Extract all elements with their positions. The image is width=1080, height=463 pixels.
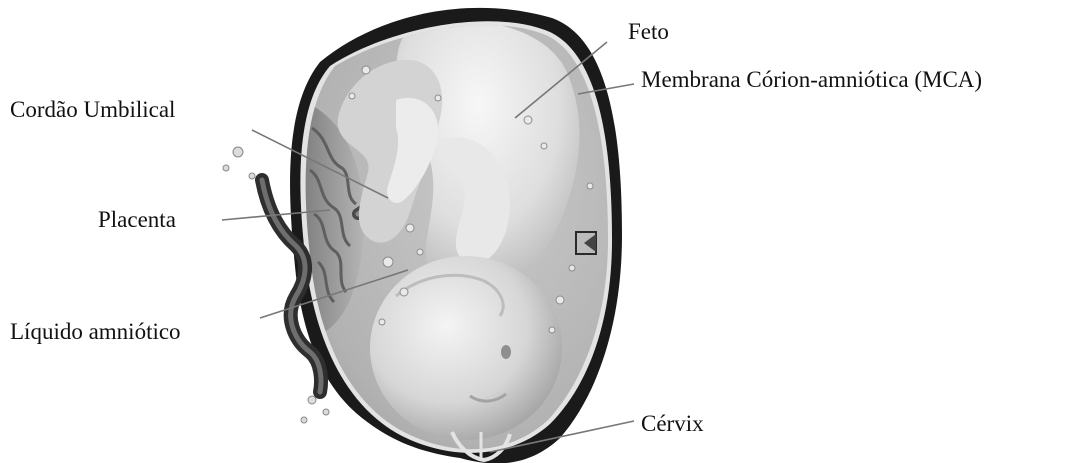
label-fetus: Feto bbox=[628, 20, 669, 43]
label-chorioamniotic-membrane: Membrana Córion-amniótica (MCA) bbox=[641, 68, 982, 91]
label-amniotic-fluid: Líquido amniótico bbox=[10, 320, 181, 343]
label-placenta: Placenta bbox=[98, 208, 176, 231]
label-umbilical-cord: Cordão Umbilical bbox=[10, 98, 175, 121]
label-cervix: Cérvix bbox=[641, 412, 704, 435]
